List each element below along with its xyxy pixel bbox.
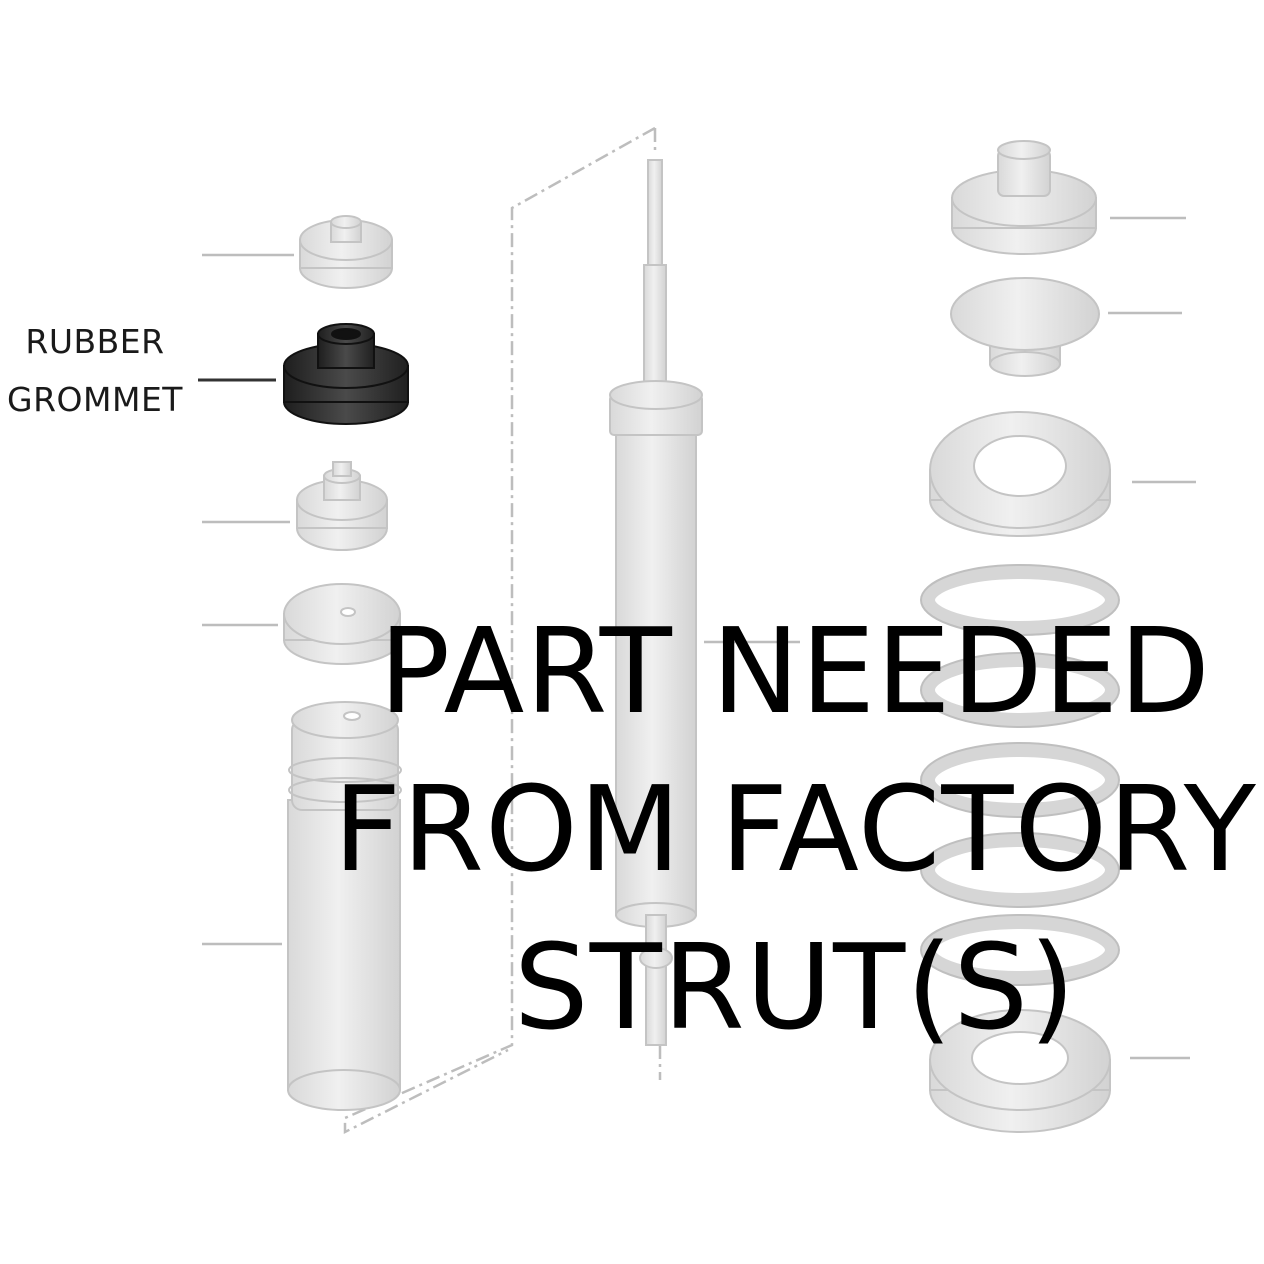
headline-line1: PART NEEDED [379,602,1211,740]
shock-absorber-part [609,159,703,1046]
spring-cup-part [950,277,1100,377]
coil-spring-part [921,565,1119,985]
upper-mount-cap [299,215,393,289]
headline-line2: FROM FACTORY [333,760,1257,898]
rubber-grommet-part [283,323,409,425]
callout-label-line1: RUBBER [25,322,165,361]
assembly-dashed-line [343,126,662,1135]
headline-text: PART NEEDED FROM FACTORY STRUT(S) [300,592,1264,1066]
upper-spring-pad [929,411,1111,537]
bump-mount [296,461,388,551]
washer-part [283,583,401,665]
headline-line3: STRUT(S) [513,918,1077,1056]
leader-lines-right [704,216,1196,1060]
leader-lines-left [202,253,294,946]
top-hat-mount [951,140,1097,255]
lower-spring-pad [929,1009,1111,1133]
dust-boot-part [287,701,402,1111]
coil-spring-outline [920,564,1120,986]
callout-label-line2: GROMMET [7,380,183,419]
